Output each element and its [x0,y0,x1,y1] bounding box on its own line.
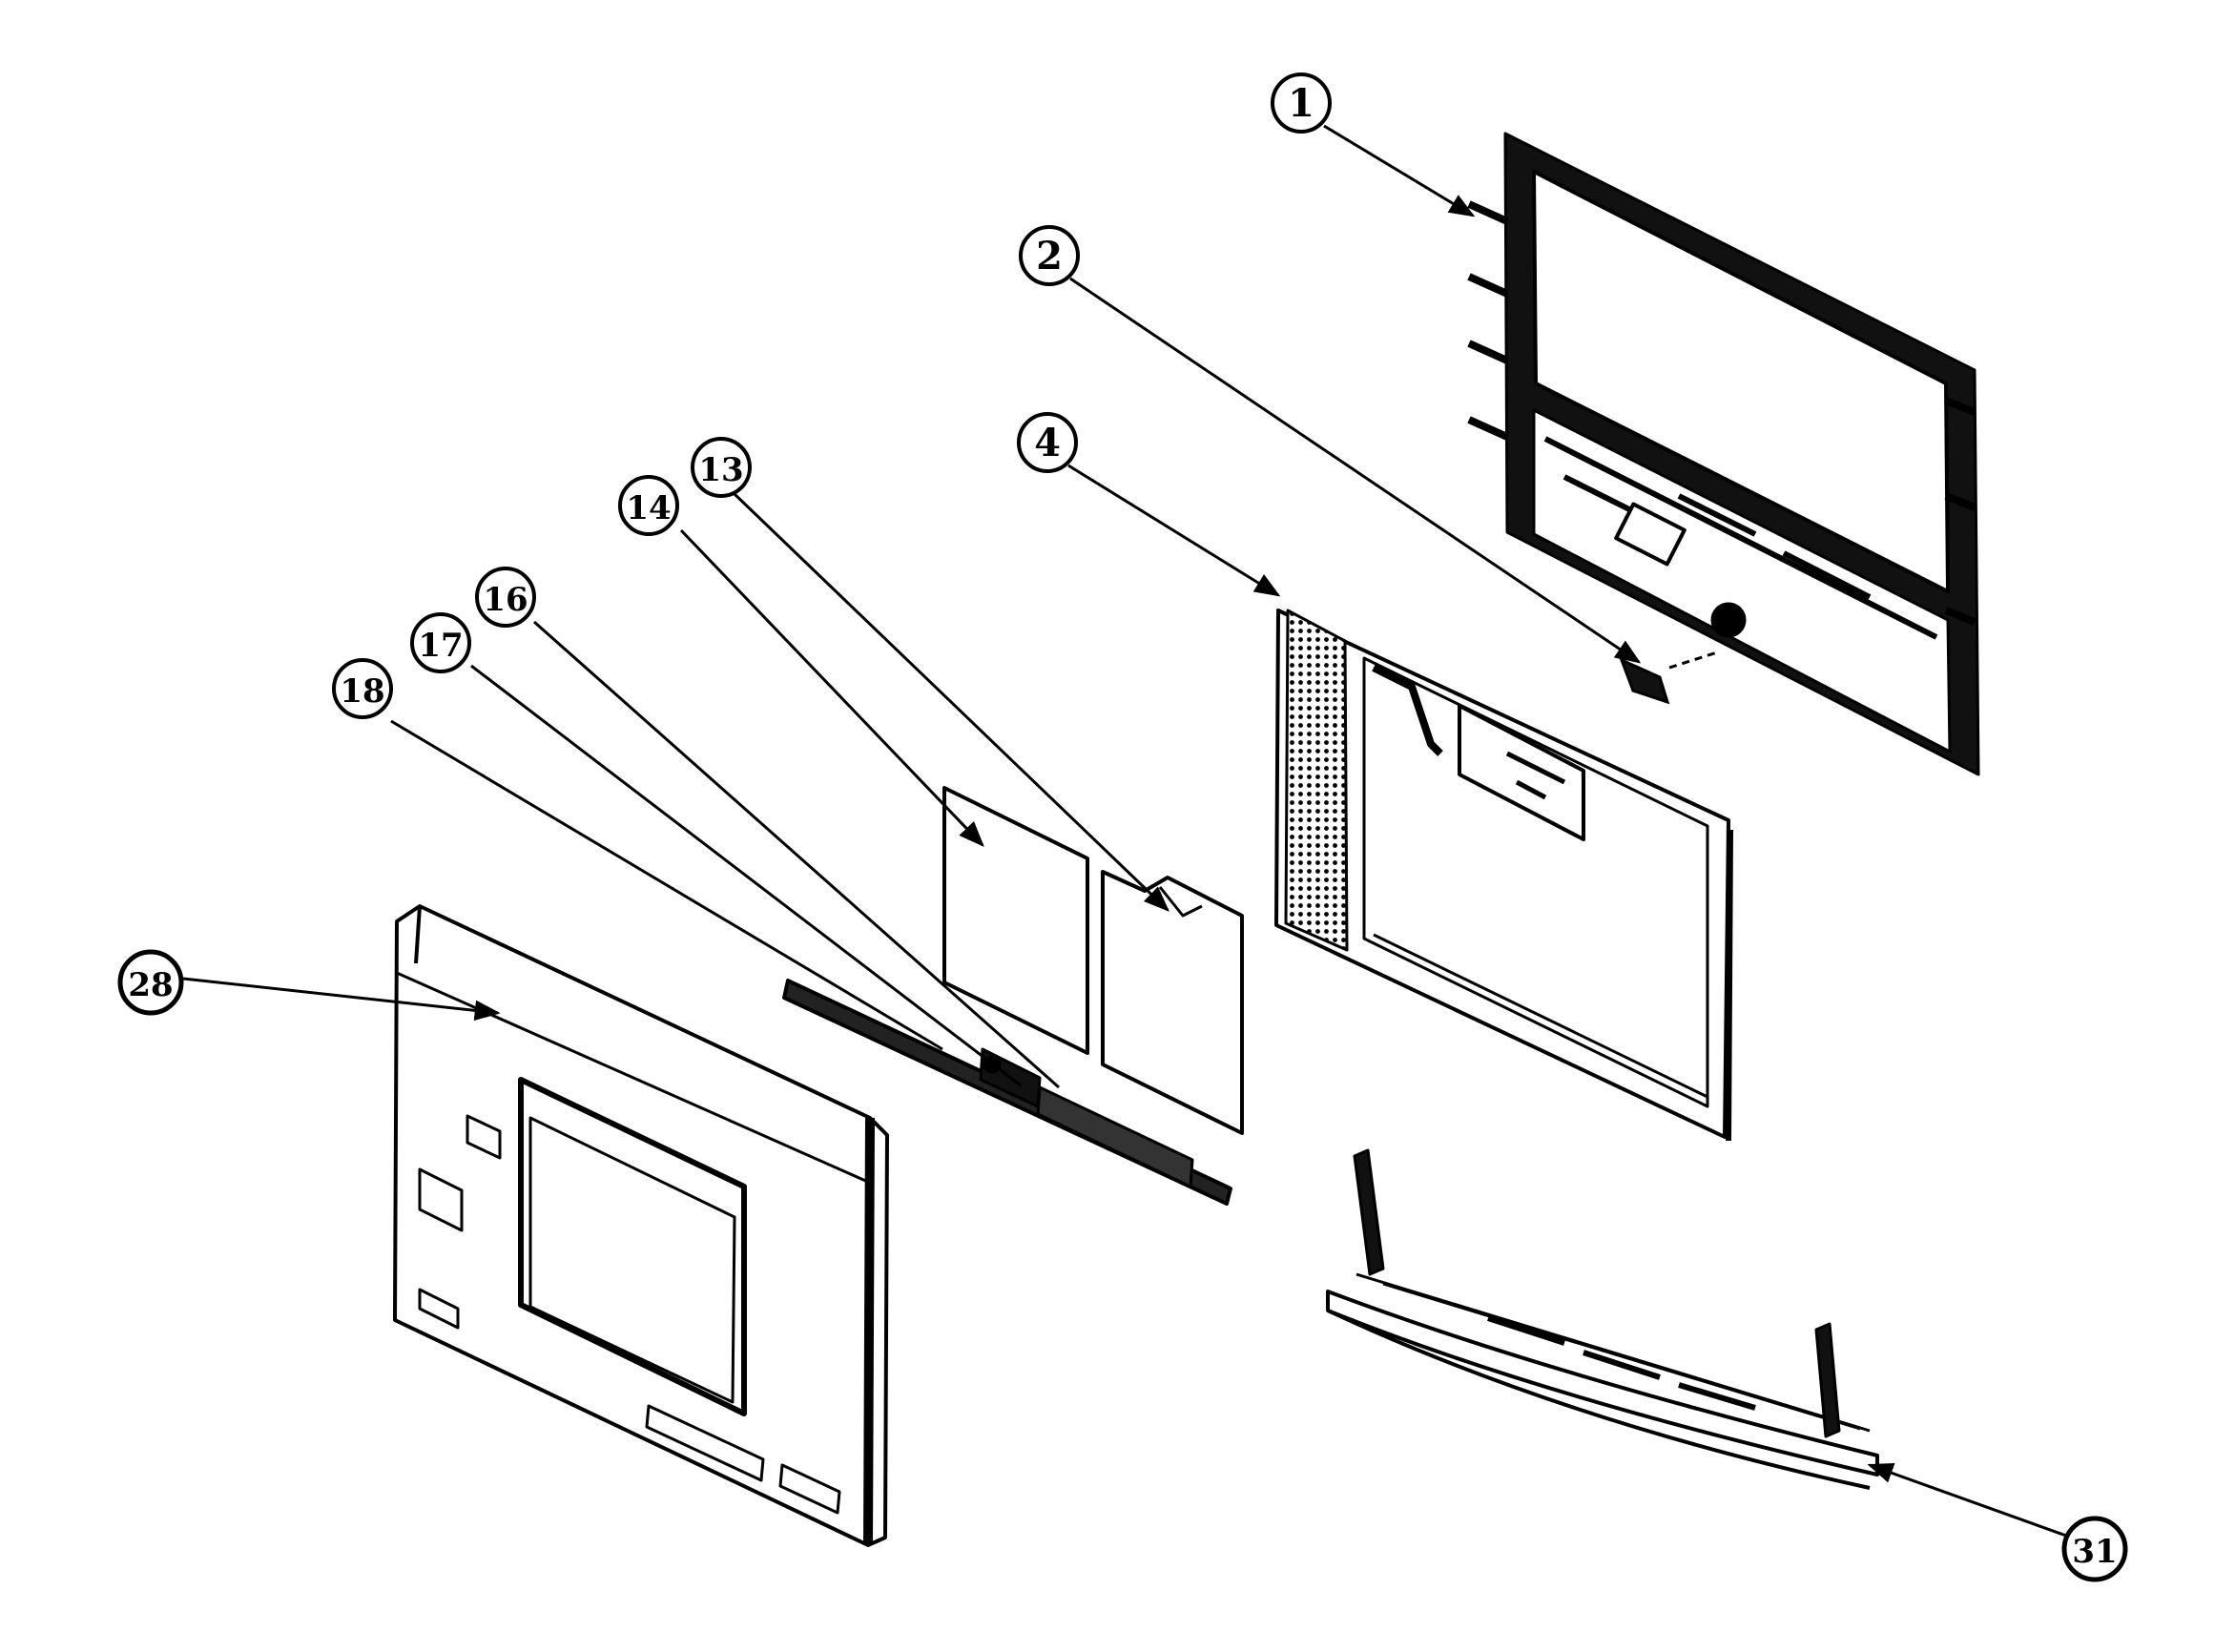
callout-13: 13 [691,437,752,498]
callout-label-17: 17 [418,627,463,665]
leader-13 [733,492,1169,912]
callout-label-16: 16 [483,581,528,619]
main-board-part [942,786,1089,1055]
leader-1 [1323,124,1476,217]
callout-label-4: 4 [1034,421,1061,465]
callout-label-18: 18 [340,672,384,711]
callout-label-13: 13 [698,451,743,489]
callouts: 1 2 4 13 14 16 17 18 [117,72,2128,1582]
button-part [1619,650,1718,705]
callout-label-1: 1 [1288,81,1314,126]
leader-4 [1067,464,1281,597]
leader-31 [1867,1463,2067,1538]
callout-label-31: 31 [2072,1533,2117,1571]
callout-4: 4 [1017,412,1078,473]
leader-28 [182,977,501,1022]
callout-1: 1 [1271,72,1332,134]
leader-17 [470,664,1022,1087]
callout-17: 17 [410,612,471,673]
callout-label-28: 28 [128,966,173,1004]
stand-part [1326,1148,1879,1490]
leader-14 [679,528,984,847]
callout-label-2: 2 [1036,234,1063,279]
callout-16: 16 [475,567,536,628]
control-strip-part [782,979,1232,1206]
lcd-panel-part [1274,609,1733,1142]
callout-31: 31 [2061,1516,2128,1582]
back-cover-part [393,904,889,1547]
leader-18 [390,719,943,1051]
callout-2: 2 [1019,225,1080,286]
callout-label-14: 14 [626,489,671,527]
front-bezel-part [1467,132,1980,776]
callout-18: 18 [332,658,393,719]
power-board-part [1101,870,1244,1135]
leader-2 [1069,277,1642,664]
leader-lines [182,124,2067,1538]
callout-14: 14 [618,475,679,536]
leader-16 [533,620,1060,1089]
callout-28: 28 [117,949,184,1016]
